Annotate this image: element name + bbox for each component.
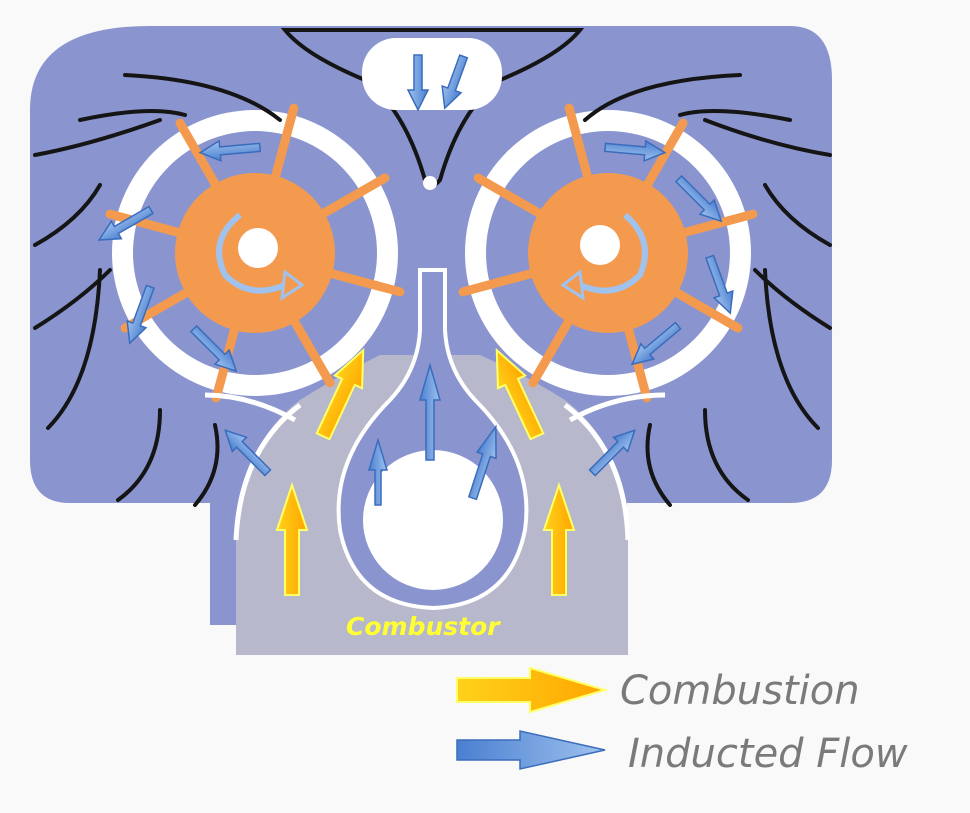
inducted-arrow [198,139,262,162]
inducted-arrow [224,429,272,477]
inducted-arrow [705,254,734,315]
right-rotor-swirl [578,212,648,294]
inducted-arrow [588,429,636,477]
left-rotor-swirl-head [280,269,305,301]
left-rotor-assembly [105,103,405,403]
right-guide-vanes [583,73,832,507]
top-pivot [423,176,437,190]
central-cavity [363,450,503,590]
inducted-arrow [467,424,497,501]
inducted-arrow [441,54,469,110]
inducted-arrow [419,362,441,461]
inducted-flow-arrows [97,54,734,506]
inducted-arrow [367,437,389,506]
combustion-arrow [542,481,576,596]
inducted-arrow [674,174,723,223]
left-guide-vanes [33,73,282,507]
legend-combustion-label: Combustion [620,668,860,714]
inducted-arrow [630,321,682,366]
legend-inducted-arrow [456,730,606,770]
right-rotor-swirl-head [560,269,585,301]
right-rotor-hub [580,225,620,265]
inducted-arrow [126,284,155,345]
combustion-arrow [275,481,309,596]
combustion-arrows [275,347,576,596]
combustion-arrow [495,347,545,441]
combustor-label: Combustor [346,612,500,641]
inducted-arrow [97,205,155,241]
inducted-arrow [406,54,430,112]
left-rotor-swirl [216,212,287,294]
inducted-arrow [189,324,238,373]
combustion-arrow [315,347,365,441]
inducted-arrow [603,139,667,162]
top-inlet-window [362,38,502,110]
legend-inducted-label: Inducted Flow [628,731,908,777]
legend-combustion-arrow [456,666,609,714]
left-rotor-hub [238,228,278,268]
